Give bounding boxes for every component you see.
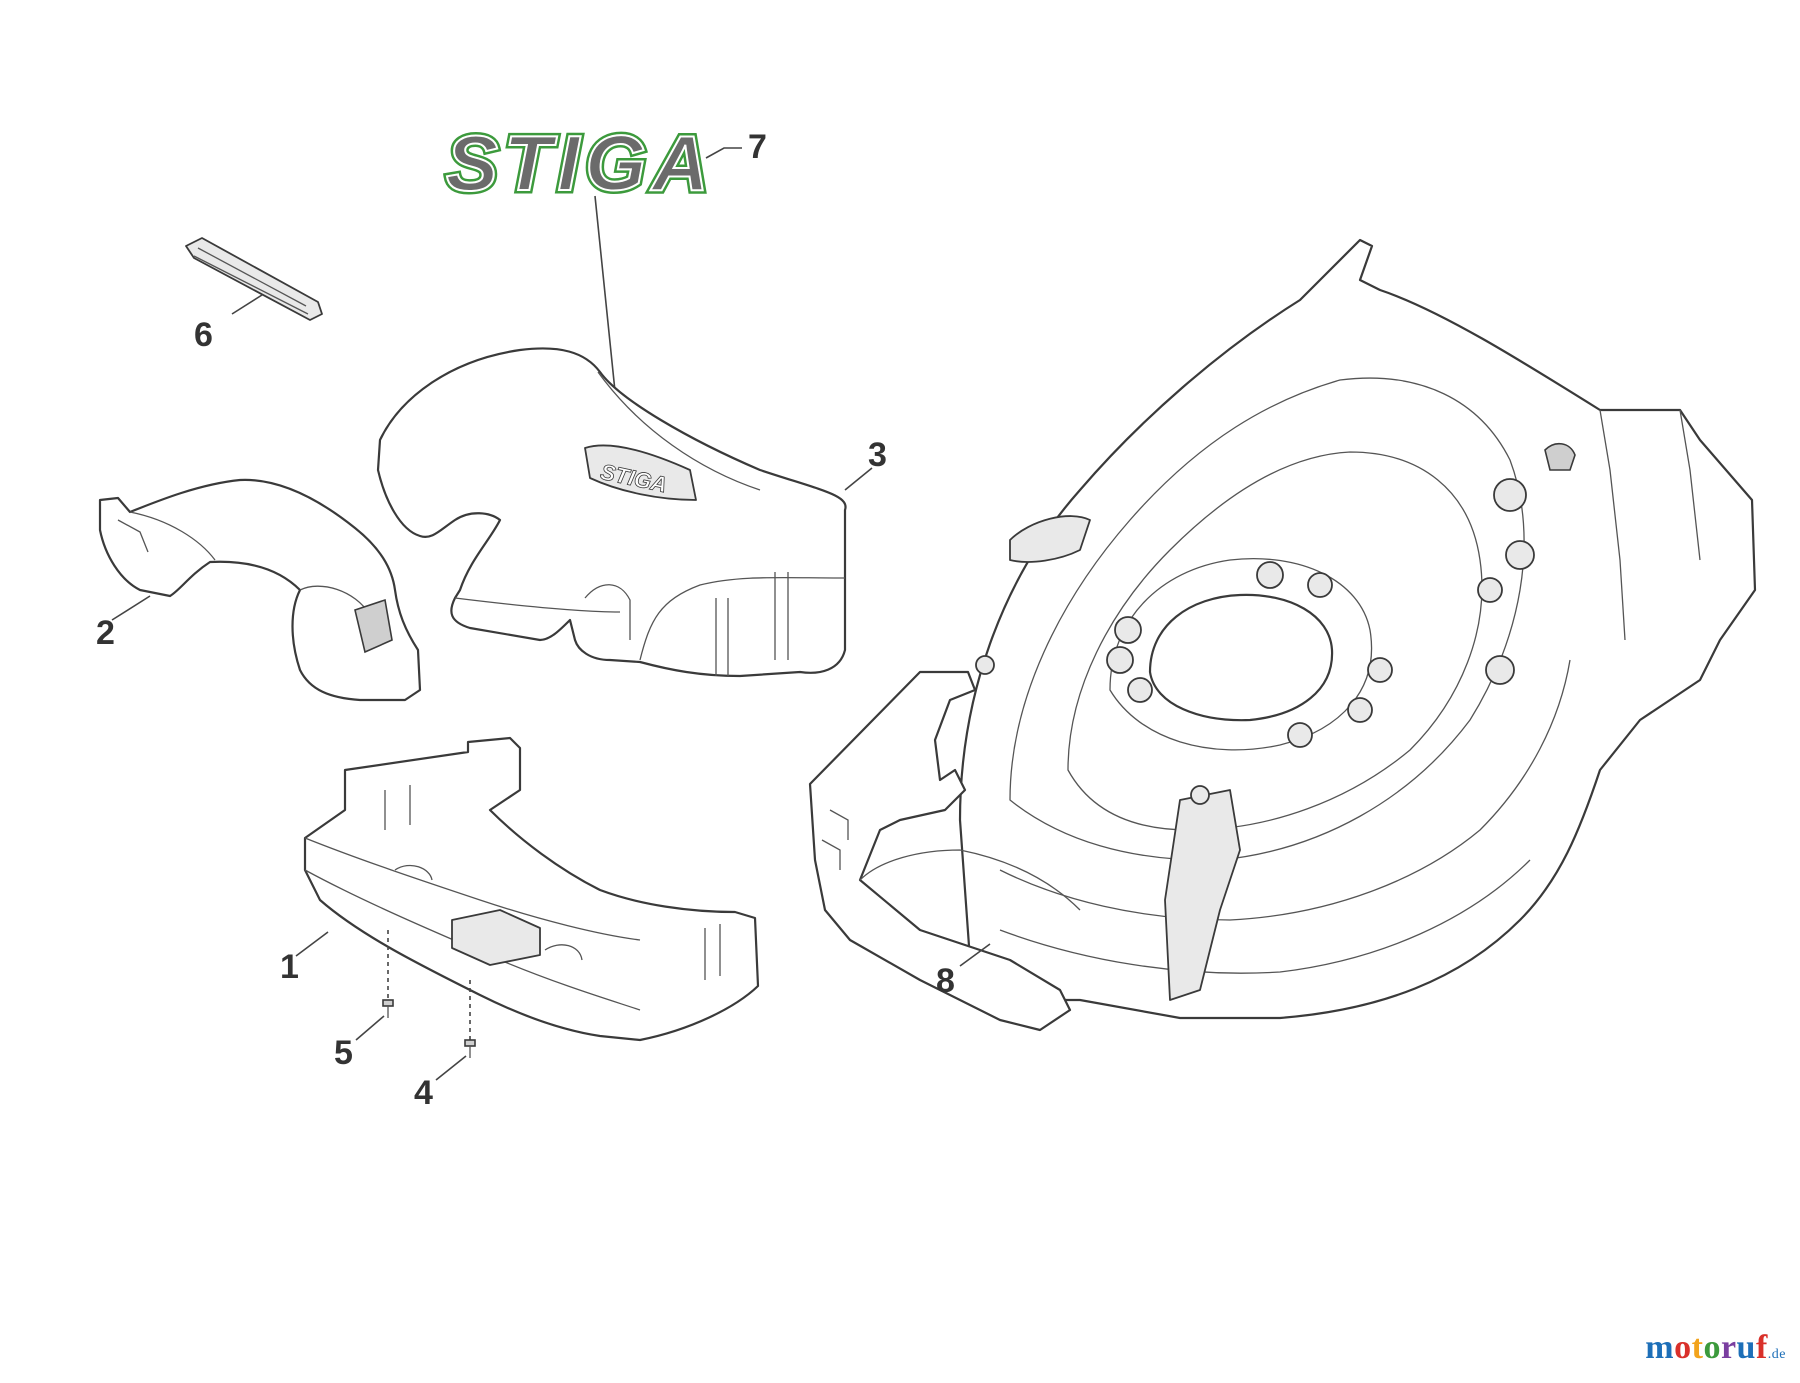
part-2-front-trim xyxy=(98,478,422,702)
callout-4: 4 xyxy=(414,1074,433,1112)
part-4-screw xyxy=(464,1039,476,1058)
leader-2 xyxy=(111,595,151,621)
leader-1 xyxy=(295,931,329,957)
callout-5: 5 xyxy=(334,1034,353,1072)
watermark-letter: u xyxy=(1736,1329,1756,1366)
stiga-logo-outline: STIGA xyxy=(446,119,714,207)
watermark-letter: m xyxy=(1645,1329,1675,1366)
part-3-rear-cover: STIGA xyxy=(376,347,847,678)
leader-7 xyxy=(705,147,742,159)
callout-8: 8 xyxy=(936,962,955,1000)
watermark-letter: o xyxy=(1674,1329,1692,1366)
watermark-letter: r xyxy=(1720,1329,1737,1366)
watermark-letter: f xyxy=(1755,1329,1768,1366)
watermark-letter: o xyxy=(1703,1329,1721,1366)
leader-8 xyxy=(959,943,991,967)
leader-3 xyxy=(844,467,873,491)
leader-5 xyxy=(355,1015,385,1041)
callout-2: 2 xyxy=(96,614,115,652)
part-6-strip xyxy=(185,237,323,321)
motoruf-watermark: motoruf.de xyxy=(1645,1329,1786,1367)
emblem-plate xyxy=(584,444,697,501)
stiga-logo-text: STIGA xyxy=(446,119,714,207)
part-7-stiga-decal: STIGA STIGA xyxy=(443,116,714,211)
watermark-letter: t xyxy=(1691,1329,1704,1366)
watermark-suffix: .de xyxy=(1767,1347,1786,1362)
callout-1: 1 xyxy=(280,948,299,986)
callout-7: 7 xyxy=(748,128,767,166)
callout-3: 3 xyxy=(868,436,887,474)
callout-6: 6 xyxy=(194,316,213,354)
leader-6 xyxy=(231,294,263,315)
part-1-lower-cover xyxy=(303,736,760,1042)
leader-4 xyxy=(435,1055,467,1081)
part-8-mower-deck xyxy=(808,238,1757,1032)
watermark-main: motoruf xyxy=(1645,1329,1768,1366)
part-5-screw xyxy=(382,999,394,1018)
